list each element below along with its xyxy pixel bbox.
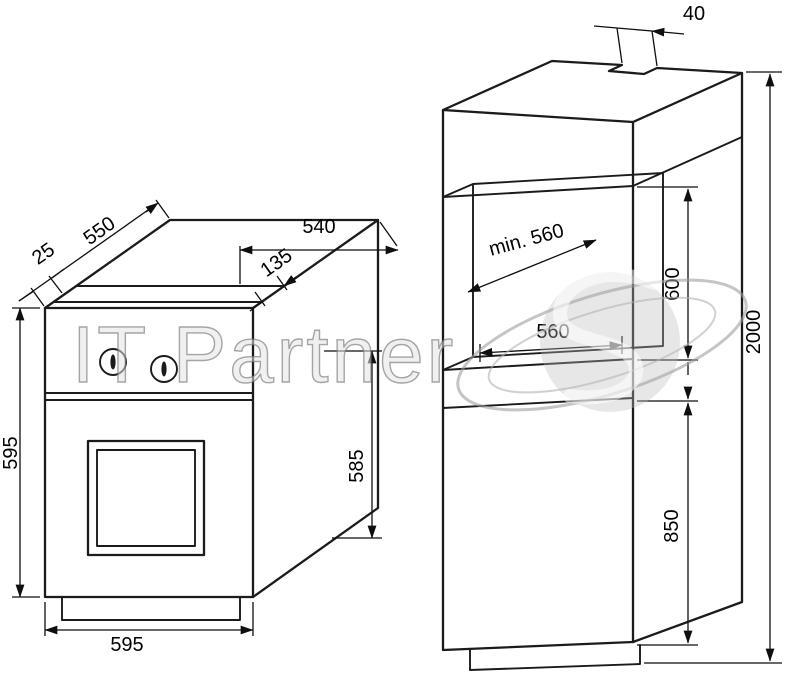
dim-cabinet-niche-depth-label: min. 560 <box>487 220 567 261</box>
dim-oven-depth-label: 550 <box>80 213 120 250</box>
cabinet-upper-band-edge <box>442 136 743 198</box>
dim-cabinet-total-height-extensions <box>644 71 782 664</box>
cabinet-diagram: 40 min. 560 560 600 <box>441 3 782 671</box>
oven-door-window-outer <box>86 439 206 557</box>
watermark-text: IT Partner <box>72 310 456 399</box>
oven-control-panel-divider <box>44 392 254 401</box>
dim-oven-panel-depth-arrows <box>249 277 296 312</box>
oven-knob-left <box>99 348 127 376</box>
oven-side-face <box>251 218 380 599</box>
dim-cabinet-total-height-label: 2000 <box>743 310 765 355</box>
dim-cabinet-niche-depth-arrow <box>467 239 597 293</box>
dim-cabinet-top-notch-extensions <box>616 27 658 67</box>
dim-oven-top-width-label: 540 <box>302 216 335 238</box>
oven-door-window-inner <box>96 449 196 547</box>
dim-cabinet-top-notch-label: 40 <box>683 3 705 25</box>
oven-diagram: 595 595 25 550 540 <box>0 200 399 656</box>
dim-cabinet-niche-height-label: 600 <box>662 267 684 300</box>
watermark-s-curve <box>553 268 662 405</box>
oven-body <box>43 218 380 621</box>
oven-top-face <box>43 218 380 310</box>
dim-oven-body-height: 585 <box>324 350 382 539</box>
dim-cabinet-top-notch-line <box>616 27 653 32</box>
dim-oven-top-width: 540 <box>239 216 399 284</box>
dim-cabinet-niche-height: 600 <box>637 186 698 361</box>
dim-oven-height: 595 <box>0 307 40 598</box>
cabinet-plinth <box>469 644 641 671</box>
watermark: IT Partner <box>71 268 748 412</box>
cabinet-side-face <box>631 71 744 644</box>
oven-knob-right <box>150 355 178 383</box>
dim-cabinet-top-notch-arrows <box>593 26 685 34</box>
oven-front-face <box>43 306 255 599</box>
dim-cabinet-top-notch: 40 <box>593 3 705 67</box>
dim-oven-depth: 25 550 <box>18 200 169 307</box>
dim-oven-panel-depth: 135 <box>249 245 297 312</box>
watermark-swoosh-inner <box>487 296 717 394</box>
oven-knob-left-slot <box>110 354 116 370</box>
dim-cabinet-total-height: 2000 <box>644 71 782 664</box>
dim-oven-depth-line <box>18 202 159 302</box>
dim-oven-height-label: 595 <box>0 436 22 469</box>
oven-plinth <box>61 596 241 621</box>
dim-oven-width-label: 595 <box>110 634 143 656</box>
oven-top-step-lines <box>53 285 285 303</box>
dim-oven-body-height-label: 585 <box>346 449 368 482</box>
dim-oven-width-extensions <box>44 602 254 636</box>
dim-cabinet-base-height: 850 <box>637 402 698 646</box>
dim-oven-depth-arrows <box>18 203 158 302</box>
dim-oven-width: 595 <box>44 602 254 656</box>
oven-knob-right-slot <box>161 361 167 377</box>
cabinet-niche-shelf-edge <box>442 358 634 371</box>
cabinet-top-face <box>441 59 744 124</box>
dim-oven-front-offset-label: 25 <box>28 239 59 270</box>
dim-cabinet-base-height-label: 850 <box>661 509 683 542</box>
oven-dimensions: 595 595 25 550 540 <box>0 200 399 656</box>
dim-cabinet-niche-height-extensions <box>637 186 698 361</box>
